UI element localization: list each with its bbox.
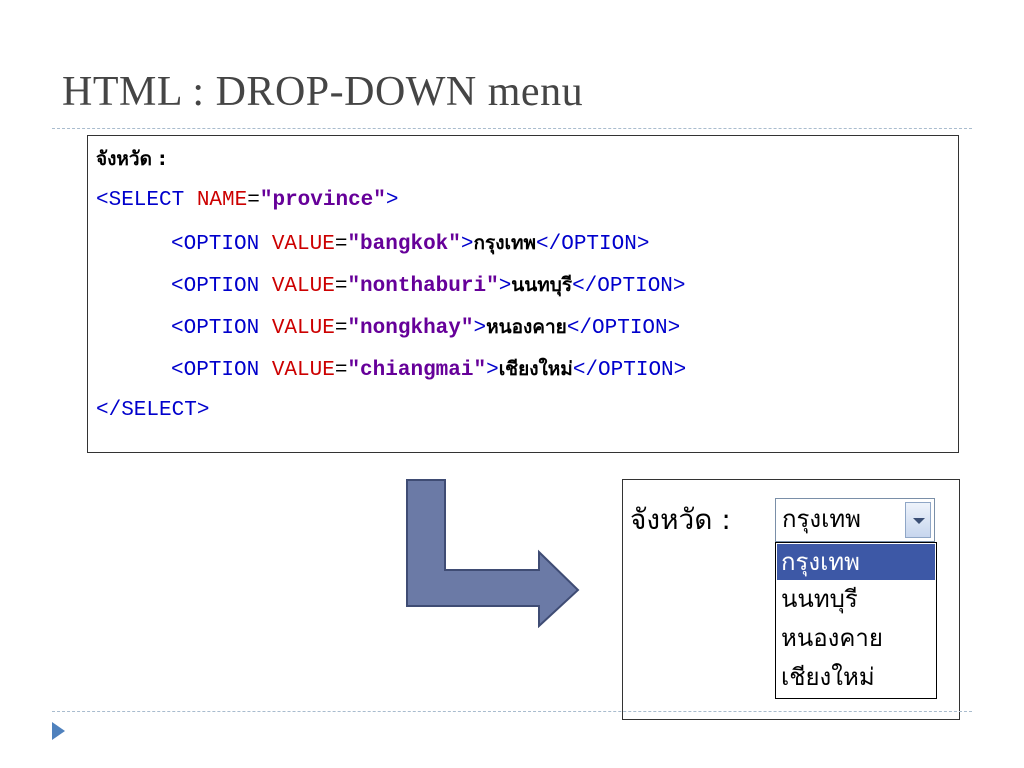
code-value: "bangkok"	[347, 233, 461, 256]
code-option-line: <OPTION VALUE="nonthaburi">นนทบุรี</OPTI…	[171, 270, 686, 302]
code-eq: =	[247, 189, 260, 212]
code-select-close: </SELECT>	[96, 396, 209, 426]
code-value: "nongkhay"	[347, 317, 474, 340]
dropdown-option[interactable]: เชียงใหม่	[781, 663, 875, 691]
code-value: "nonthaburi"	[347, 275, 499, 298]
code-option-line: <OPTION VALUE="bangkok">กรุงเทพ</OPTION>	[171, 228, 649, 260]
code-option-line: <OPTION VALUE="chiangmai">เชียงใหม่</OPT…	[171, 354, 686, 386]
code-tag-close: >	[385, 189, 399, 212]
code-select-open: <SELECT NAME="province">	[96, 186, 399, 216]
code-option-text: เชียงใหม่	[498, 358, 573, 380]
code-option-line: <OPTION VALUE="nongkhay">หนองคาย</OPTION…	[171, 312, 680, 344]
code-tag-close: </SELECT>	[96, 399, 210, 422]
code-gt: >	[473, 317, 487, 340]
code-option-text: หนองคาย	[486, 316, 567, 338]
dropdown-option[interactable]: นนทบุรี	[781, 585, 858, 613]
code-sample: จังหวัด : <SELECT NAME="province"> <OPTI…	[87, 135, 959, 453]
code-tag: <SELECT	[96, 189, 197, 212]
province-label: จังหวัด :	[630, 503, 731, 536]
code-tag-close: </OPTION>	[566, 317, 681, 340]
dropdown-option[interactable]: หนองคาย	[781, 624, 883, 652]
bottom-divider	[52, 711, 972, 712]
code-tag-close: </OPTION>	[536, 233, 650, 256]
code-attr: VALUE	[271, 275, 335, 298]
code-attr: VALUE	[271, 359, 335, 382]
dropdown-preview: จังหวัด : กรุงเทพ กรุงเทพ นนทบุรี หนองคา…	[622, 479, 960, 720]
code-eq: =	[334, 359, 348, 382]
code-eq: =	[334, 275, 348, 298]
code-eq: =	[334, 317, 348, 340]
code-attr: NAME	[196, 189, 248, 212]
chevron-down-icon[interactable]	[905, 502, 931, 538]
triangle-bullet-icon	[52, 722, 65, 740]
code-tag-close: </OPTION>	[572, 275, 686, 298]
code-gt: >	[460, 233, 474, 256]
select-current-value: กรุงเทพ	[782, 505, 861, 533]
code-option-text: กรุงเทพ	[473, 232, 537, 254]
code-tag: <OPTION	[171, 359, 272, 382]
code-attr: VALUE	[271, 233, 335, 256]
dropdown-option[interactable]: กรุงเทพ	[777, 544, 935, 580]
code-tag: <OPTION	[171, 317, 272, 340]
code-option-text: นนทบุรี	[511, 274, 573, 296]
code-value: "province"	[259, 189, 386, 212]
arrow-shape	[406, 479, 580, 628]
code-tag: <OPTION	[171, 275, 272, 298]
code-label-text: จังหวัด :	[96, 148, 167, 170]
code-gt: >	[498, 275, 512, 298]
code-label-line: จังหวัด :	[96, 144, 166, 176]
slide-title: HTML : DROP-DOWN menu	[62, 69, 584, 115]
dropdown-option-list: กรุงเทพ นนทบุรี หนองคาย เชียงใหม่	[775, 542, 937, 699]
province-select[interactable]: กรุงเทพ	[775, 498, 935, 542]
code-gt: >	[486, 359, 499, 382]
code-attr: VALUE	[271, 317, 335, 340]
bent-arrow-right-icon	[406, 479, 580, 628]
code-eq: =	[334, 233, 348, 256]
code-tag: <OPTION	[171, 233, 272, 256]
code-tag-close: </OPTION>	[572, 359, 687, 382]
top-divider	[52, 128, 972, 129]
code-value: "chiangmai"	[347, 359, 487, 382]
